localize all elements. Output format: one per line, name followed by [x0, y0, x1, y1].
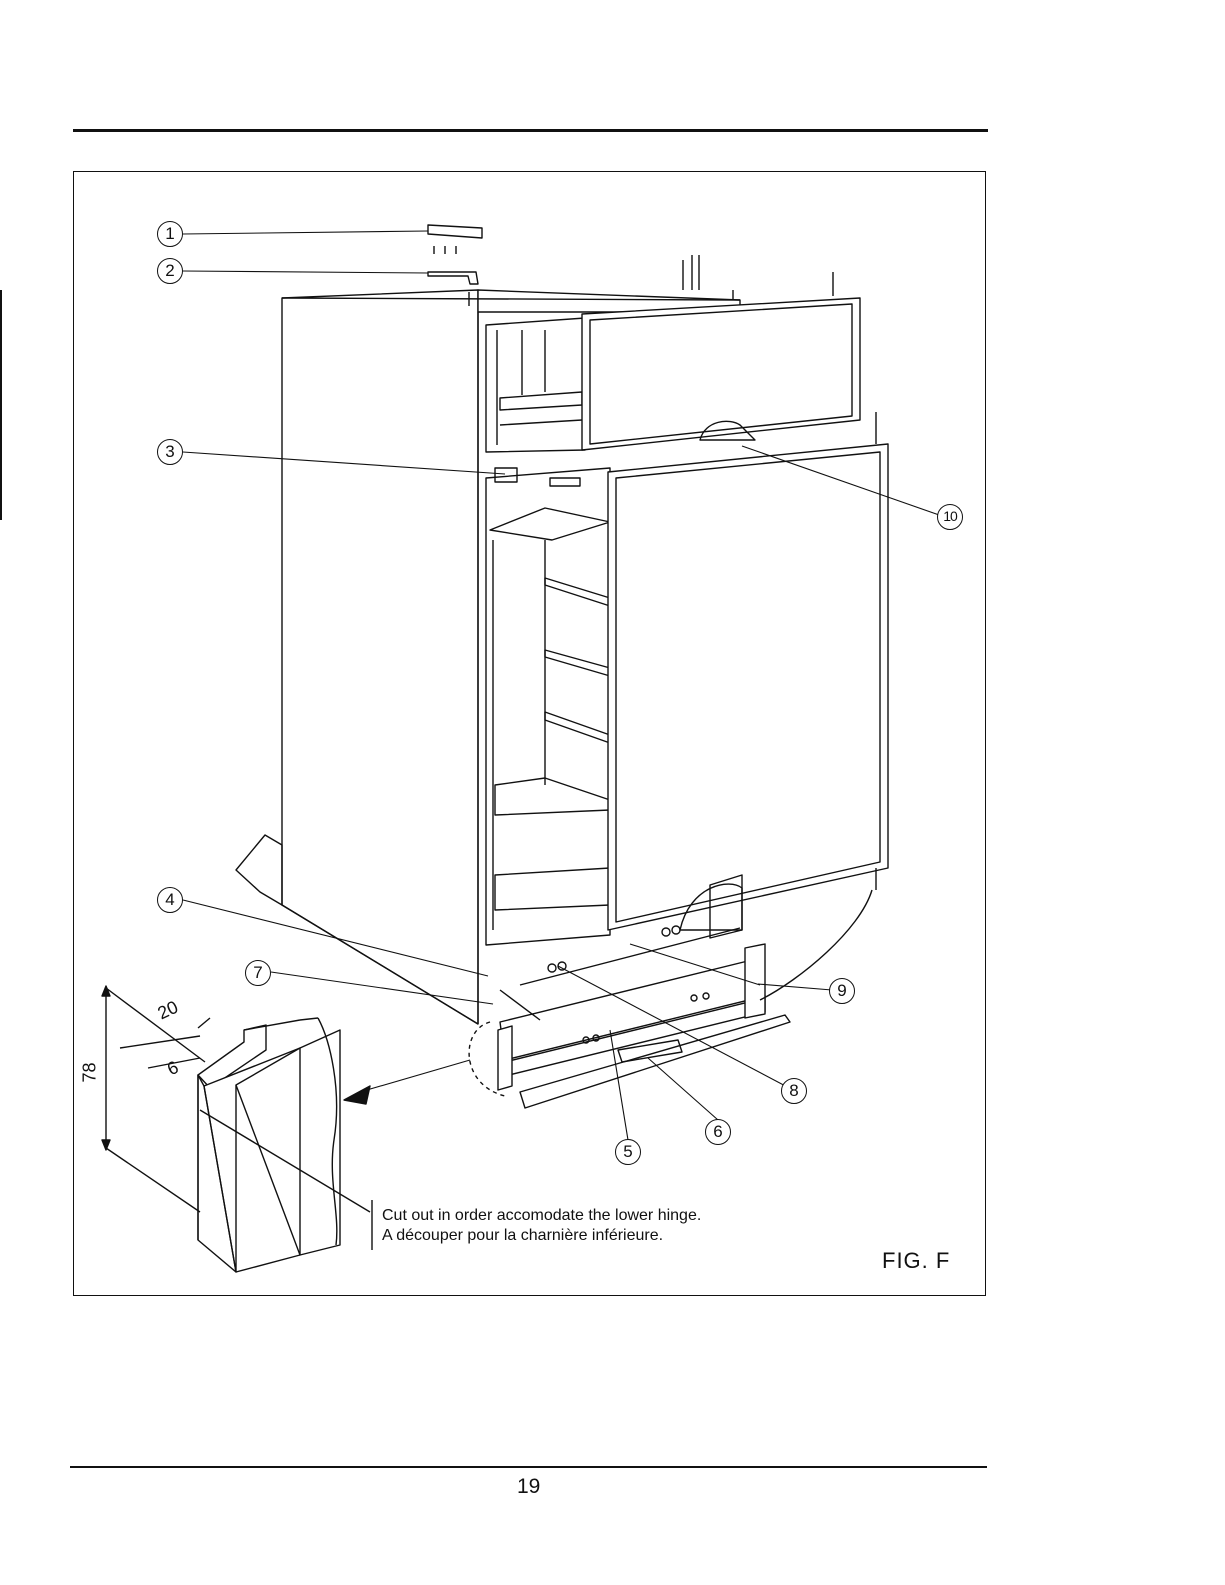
- callout-2: 2: [157, 258, 183, 284]
- callout-7: 7: [245, 960, 271, 986]
- callout-9: 9: [829, 978, 855, 1004]
- figure-label: FIG. F: [882, 1248, 950, 1274]
- bottom-rule: [70, 1466, 987, 1468]
- callout-1: 1: [157, 221, 183, 247]
- callout-5: 5: [615, 1139, 641, 1165]
- fridge-door: [608, 412, 888, 930]
- callout-6: 6: [705, 1119, 731, 1145]
- detail-arrow: [344, 1086, 370, 1104]
- callout-4: 4: [157, 887, 183, 913]
- cutout-caption: Cut out in order accomodate the lower hi…: [382, 1206, 701, 1246]
- dimension-78: 78: [80, 1062, 101, 1082]
- caption-english: Cut out in order accomodate the lower hi…: [382, 1206, 701, 1226]
- callout-3: 3: [157, 439, 183, 465]
- callout-10: 10: [937, 504, 963, 530]
- caption-french: A découper pour la charnière inférieure.: [382, 1226, 701, 1246]
- cutout-detail: [102, 986, 372, 1272]
- callout-8: 8: [781, 1078, 807, 1104]
- page-number: 19: [517, 1475, 540, 1499]
